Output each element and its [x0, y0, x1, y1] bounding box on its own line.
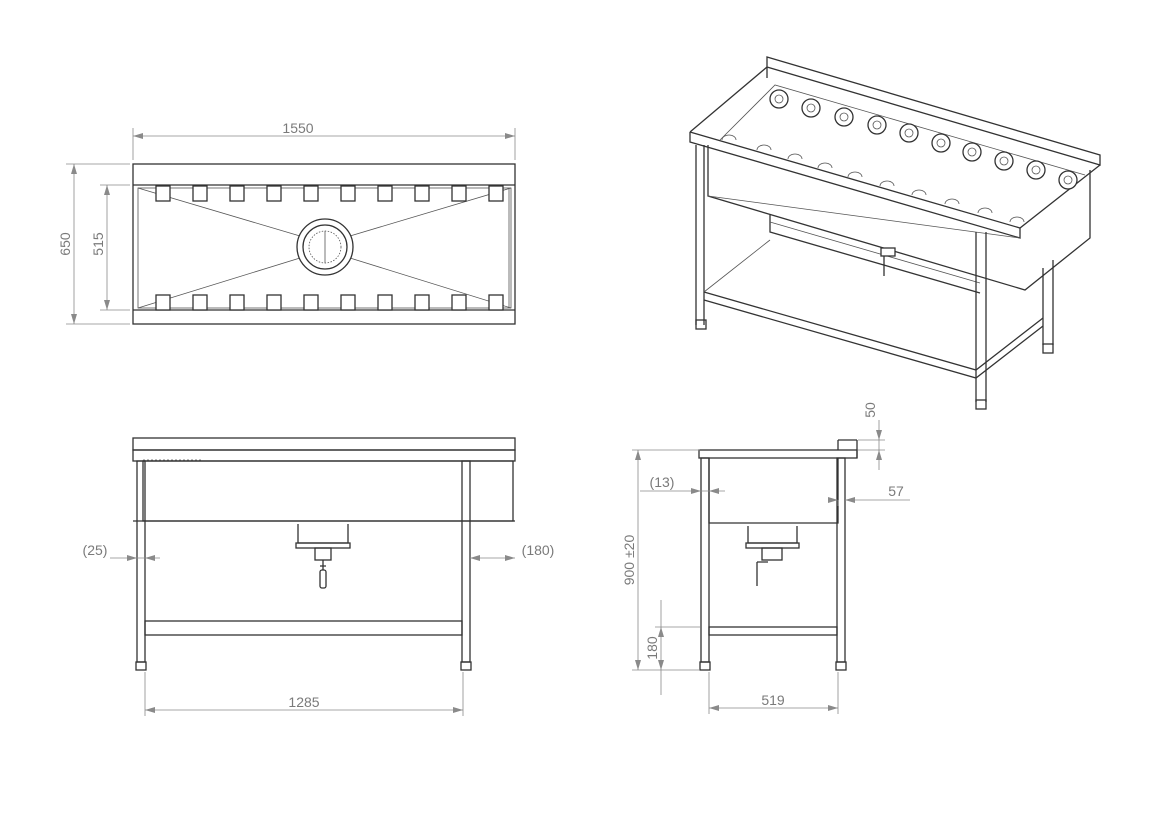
top-view: 1550 650 515 [57, 120, 516, 325]
side-view: 50 57 (13) 900 ±20 180 519 [621, 402, 910, 714]
dim-side-front-offset: (13) [650, 474, 675, 490]
top-nozzle-row-upper [155, 185, 504, 202]
dim-top-inner-depth: 515 [90, 232, 106, 256]
dim-side-splash: 50 [862, 402, 878, 418]
dim-front-leg-span: 1285 [288, 694, 319, 710]
dim-top-width: 1550 [282, 120, 313, 136]
isometric-view [689, 56, 1101, 410]
dim-side-leg-span: 519 [761, 692, 785, 708]
dim-side-back-offset: 57 [888, 483, 904, 499]
top-nozzle-row-lower [155, 294, 504, 311]
dim-top-depth: 650 [57, 232, 73, 256]
dim-side-total-height: 900 ±20 [621, 535, 637, 586]
dim-front-leg-offset: (25) [83, 542, 108, 558]
iso-nozzles [721, 89, 1078, 223]
dim-side-shelf-height: 180 [644, 636, 660, 660]
dim-front-overhang: (180) [522, 542, 555, 558]
front-view: (25) (180) 1285 [83, 437, 555, 716]
